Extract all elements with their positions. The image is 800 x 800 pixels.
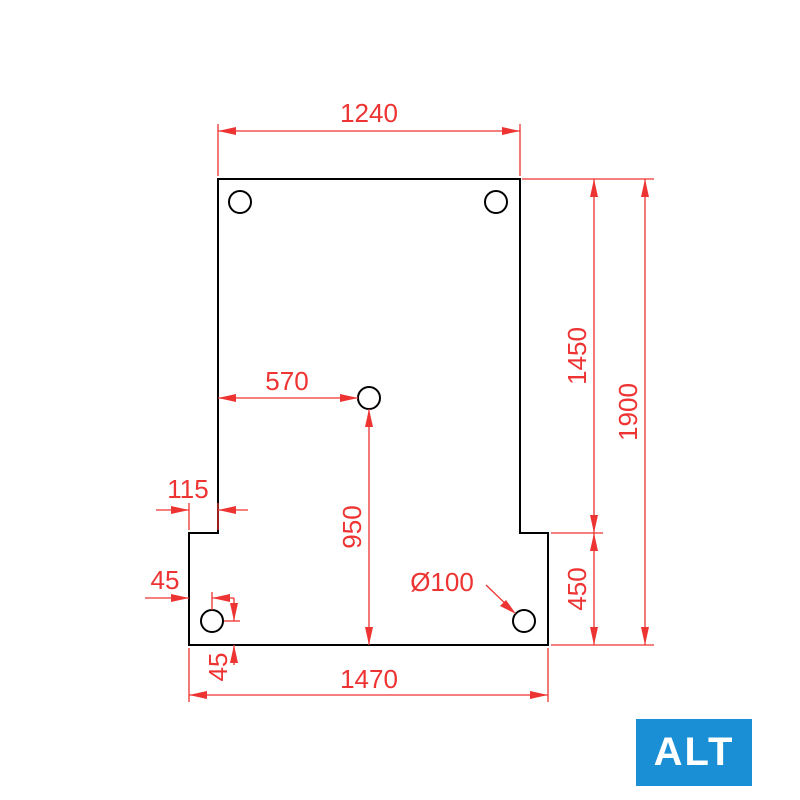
dimension-right-lower-height: 450 xyxy=(562,533,598,645)
dimension-step-offset-label: 115 xyxy=(167,474,208,504)
dimension-right-upper-height-label: 1450 xyxy=(562,327,592,385)
dimension-hole-edge-y-label: 45 xyxy=(203,653,233,682)
dimension-center-hole-vertical-label: 950 xyxy=(337,505,367,548)
dimension-hole-diameter: Ø100 xyxy=(410,567,516,614)
dimension-bottom-width: 1470 xyxy=(188,648,549,702)
hole-center xyxy=(357,386,381,410)
dimension-total-height-label: 1900 xyxy=(613,383,643,441)
dimension-top-width-label: 1240 xyxy=(340,98,398,128)
dimension-top-width: 1240 xyxy=(217,98,521,176)
dimension-hole-edge-x-label: 45 xyxy=(151,565,180,595)
dimension-right-lower-height-label: 450 xyxy=(562,567,592,610)
dimension-center-hole-vertical: 950 xyxy=(337,409,373,645)
alt-logo-text: ALT xyxy=(653,730,735,774)
dimension-bottom-width-label: 1470 xyxy=(340,664,398,694)
dimension-total-height: 1900 xyxy=(613,179,649,645)
hole-bottom-left xyxy=(200,609,224,633)
hole-top-right xyxy=(484,190,508,214)
dimension-hole-edge-x: 45 xyxy=(145,565,234,610)
hole-top-left xyxy=(228,190,252,214)
dimension-center-hole-horizontal-label: 570 xyxy=(265,366,308,396)
dimension-right-upper-height: 1450 xyxy=(562,179,598,533)
alt-logo-badge: ALT xyxy=(636,719,752,786)
dimension-center-hole-horizontal: 570 xyxy=(218,366,358,402)
hole-bottom-right xyxy=(512,609,536,633)
dimension-step-offset: 115 xyxy=(156,474,248,530)
dimension-hole-diameter-label: Ø100 xyxy=(410,567,474,597)
part-outline xyxy=(188,178,549,646)
dimension-hole-edge-y: 45 xyxy=(203,598,240,681)
